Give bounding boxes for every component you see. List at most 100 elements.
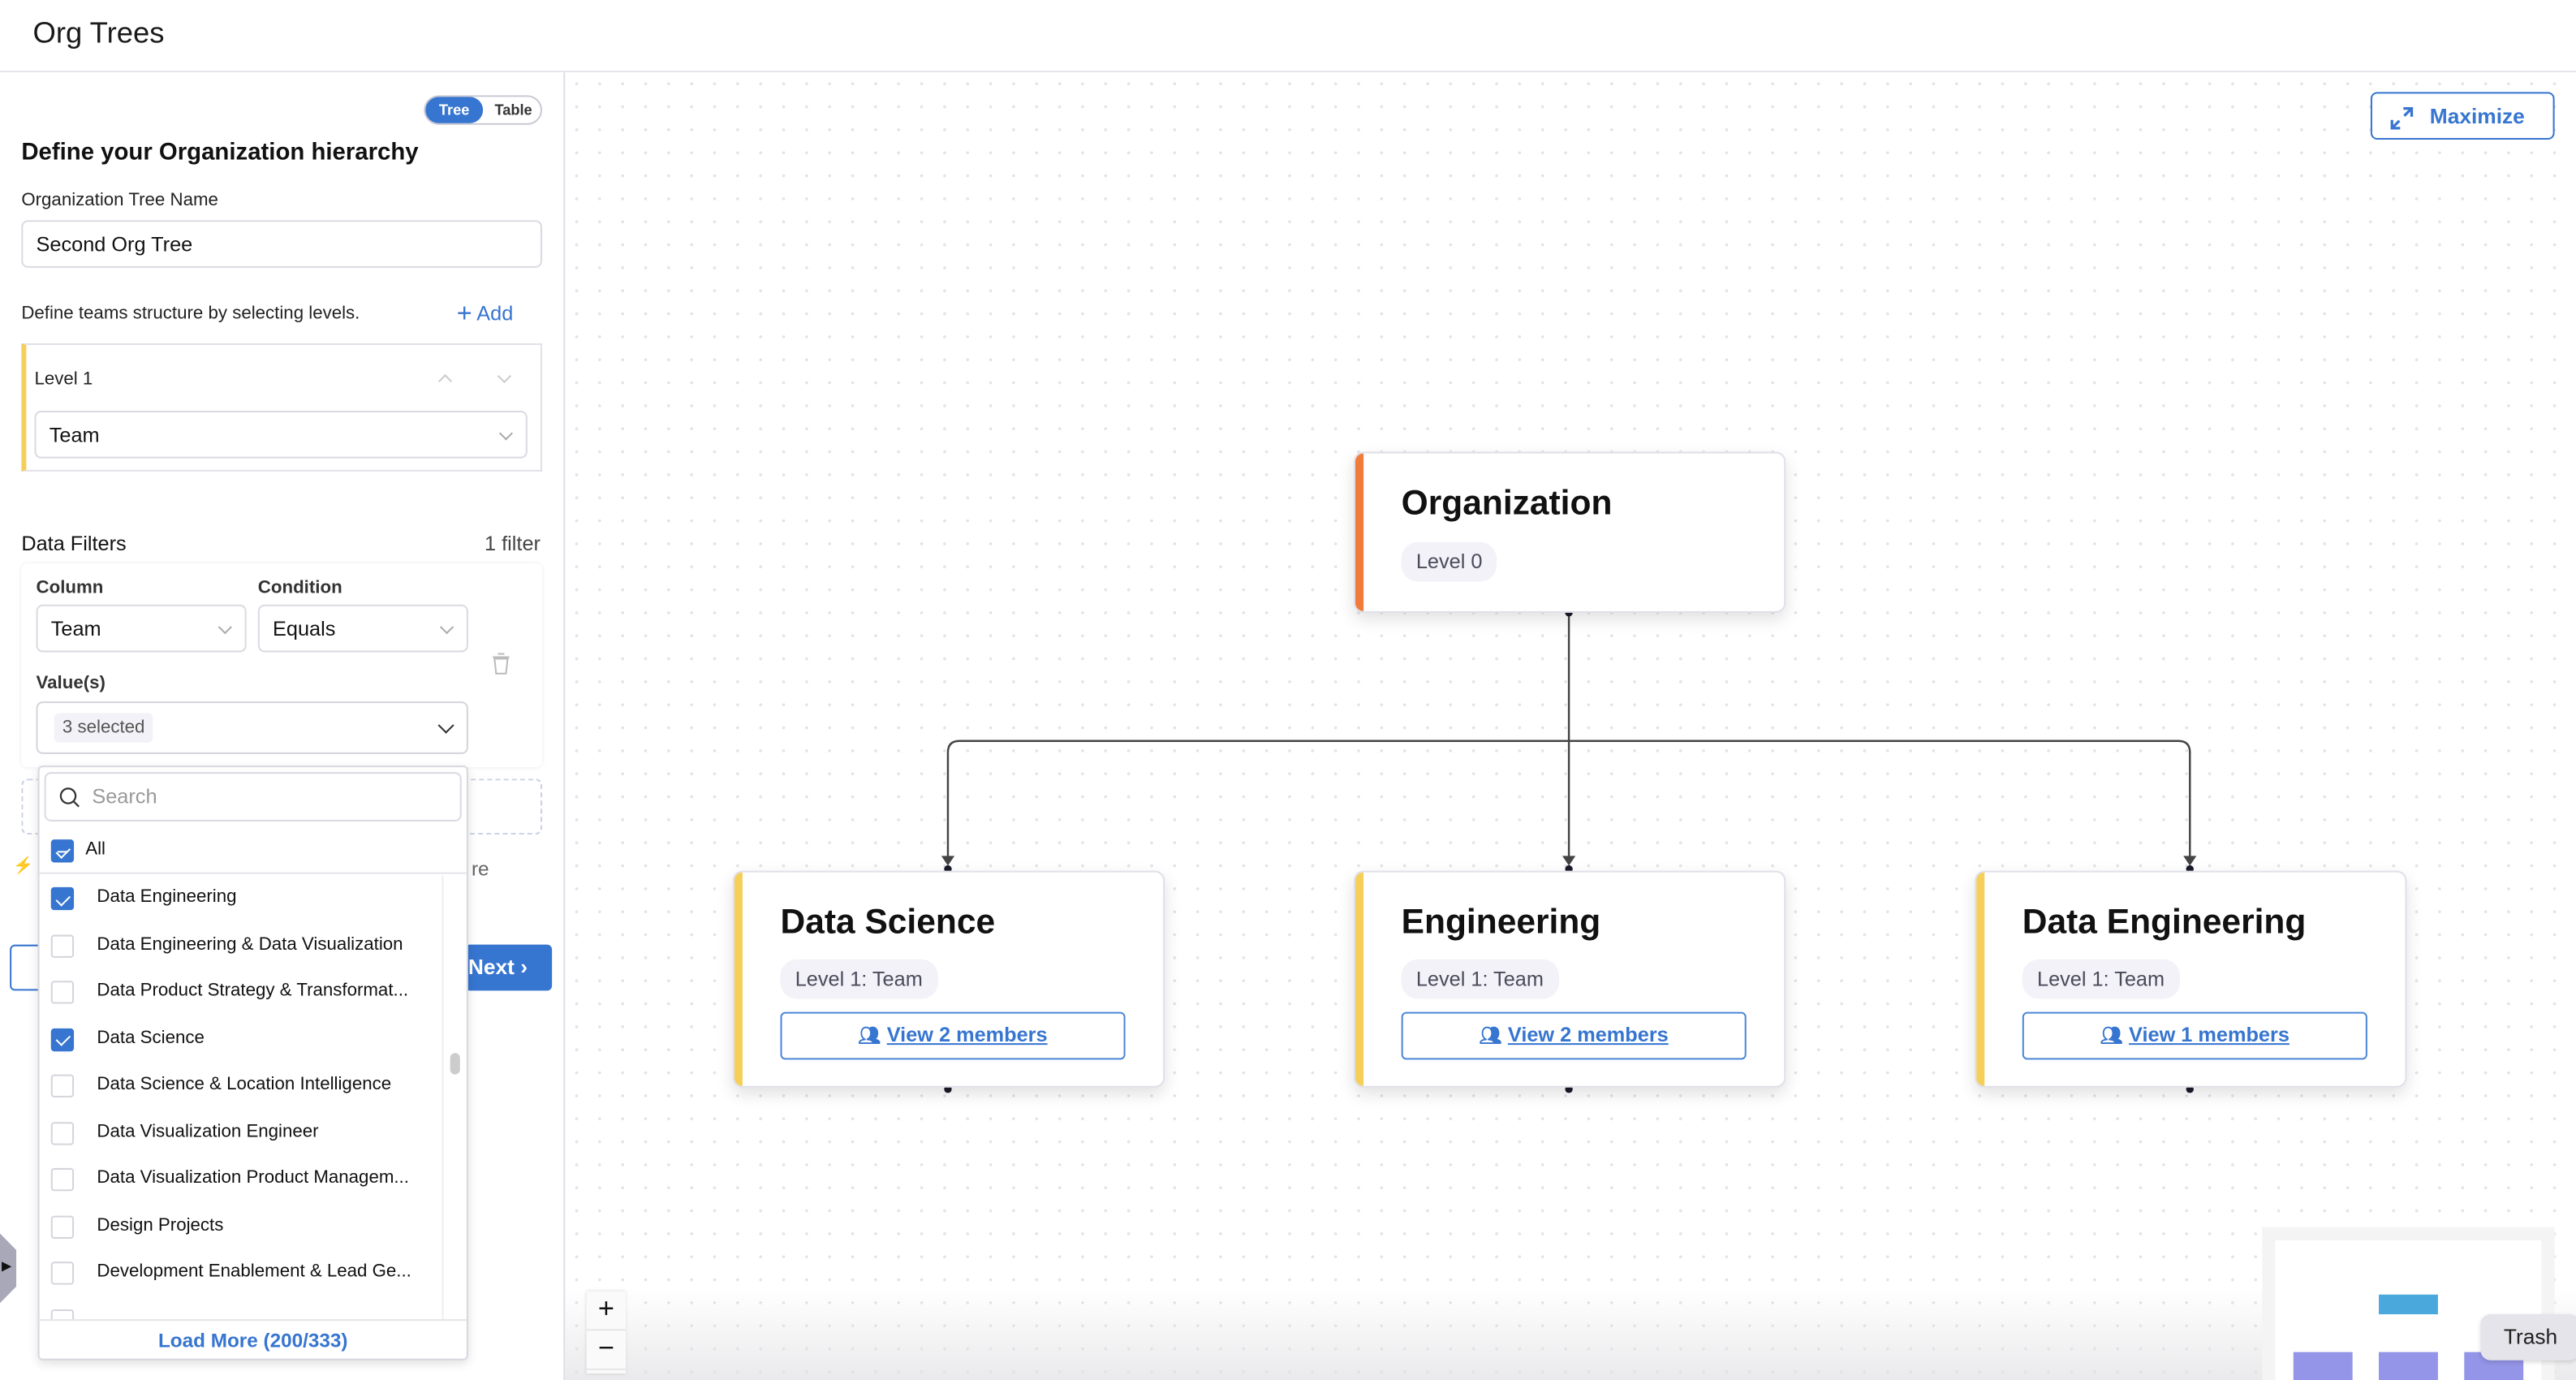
checkbox[interactable] xyxy=(50,1308,75,1320)
checkbox[interactable] xyxy=(50,1261,75,1285)
node-title: Data Science xyxy=(780,903,996,942)
checkbox[interactable] xyxy=(50,1121,75,1145)
option-item[interactable]: Development Enablement & Lead Ge... xyxy=(40,1250,442,1296)
zoom-controls: + − xyxy=(586,1291,627,1374)
users-icon: 👥︎ xyxy=(858,1026,881,1047)
checkbox[interactable] xyxy=(50,1167,75,1192)
level-color-bar xyxy=(1355,453,1364,611)
view-members-label: View 1 members xyxy=(2129,1023,2290,1047)
move-up-icon[interactable] xyxy=(437,373,453,389)
select-all-option[interactable]: All xyxy=(39,828,467,874)
option-item[interactable]: Design Projects xyxy=(40,1203,442,1249)
toggle-table[interactable]: Table xyxy=(494,101,532,119)
checkbox[interactable] xyxy=(50,886,75,911)
level-value: Team xyxy=(49,423,100,446)
option-label: Data Product Strategy & Transformat... xyxy=(97,981,409,1001)
expand-icon xyxy=(2390,106,2414,130)
next-label: Next xyxy=(467,954,515,980)
view-members-label: View 2 members xyxy=(1507,1023,1669,1047)
checkbox[interactable] xyxy=(50,1027,75,1051)
option-item[interactable]: Data Visualization Product Managem... xyxy=(40,1157,442,1203)
option-label: Data Visualization Product Managem... xyxy=(97,1167,409,1188)
option-label: Data Science & Location Intelligence xyxy=(97,1074,392,1094)
minimap-child-node xyxy=(2293,1352,2353,1380)
toggle-tree[interactable]: Tree xyxy=(425,97,484,123)
view-toggle[interactable]: Tree Table xyxy=(424,95,542,125)
level-color-bar xyxy=(1976,872,1985,1086)
minimap-root-node xyxy=(2379,1294,2438,1315)
option-item[interactable]: Data Science xyxy=(40,1016,442,1063)
root-node[interactable]: Organization Level 0 xyxy=(1353,451,1786,613)
filters-count: 1 filter xyxy=(485,532,541,556)
levels-hint: Define teams structure by selecting leve… xyxy=(21,304,360,324)
next-button[interactable]: Next › xyxy=(464,944,553,991)
tree-connectors xyxy=(941,609,2197,1093)
tree-name-input[interactable]: Second Org Tree xyxy=(21,220,542,268)
minimap-child-node xyxy=(2379,1352,2438,1380)
condition-select[interactable]: Equals xyxy=(257,604,468,653)
maximize-label: Maximize xyxy=(2429,103,2525,128)
users-icon: 👥︎ xyxy=(1479,1026,1502,1047)
option-item[interactable]: Data Product Strategy & Transformat... xyxy=(40,969,442,1016)
page-title: Org Trees xyxy=(32,16,165,50)
level-badge: Level 1: Team xyxy=(1401,959,1559,999)
option-item-partial[interactable] xyxy=(40,1297,442,1320)
option-item[interactable]: Data Visualization Engineer xyxy=(40,1110,442,1156)
level-card: Level 1 Team xyxy=(21,343,542,472)
chevron-down-icon xyxy=(437,717,454,734)
maximize-button[interactable]: Maximize xyxy=(2370,92,2555,140)
tree-name-label: Organization Tree Name xyxy=(21,190,218,211)
chevron-down-icon xyxy=(498,425,514,440)
node-title: Data Engineering xyxy=(2022,903,2307,942)
tree-canvas[interactable]: Maximize Organization Level 0 Data Scien… xyxy=(565,72,2576,1380)
level-color-bar xyxy=(734,872,743,1086)
view-members-button[interactable]: 👥︎ View 1 members xyxy=(2022,1011,2367,1060)
values-multiselect[interactable]: 3 selected xyxy=(36,701,468,754)
view-members-button[interactable]: 👥︎ View 2 members xyxy=(1401,1011,1747,1060)
zoom-in-button[interactable]: + xyxy=(586,1292,627,1331)
hint-text: re xyxy=(471,857,489,881)
all-label: All xyxy=(85,839,106,860)
view-members-button[interactable]: 👥︎ View 2 members xyxy=(780,1011,1126,1060)
app-header: Org Trees xyxy=(0,0,2576,73)
play-icon: ▶ xyxy=(2,1258,12,1274)
level-badge: Level 0 xyxy=(1401,541,1497,582)
collapse-handle[interactable] xyxy=(0,1231,17,1305)
option-item[interactable]: Data Science & Location Intelligence xyxy=(40,1063,442,1109)
load-more-button[interactable]: Load More (200/333) xyxy=(39,1319,467,1361)
trash-icon[interactable] xyxy=(491,652,510,675)
add-level-button[interactable]: + Add xyxy=(457,300,514,330)
dropdown-search-input[interactable]: Search xyxy=(44,772,462,822)
option-item[interactable]: Data Engineering xyxy=(40,876,442,922)
selected-chip: 3 selected xyxy=(54,713,153,743)
checkbox[interactable] xyxy=(50,1214,75,1238)
filter-card: Column Condition Team Equals Value(s) 3 … xyxy=(21,563,542,768)
level-badge: Level 1: Team xyxy=(780,959,938,999)
tree-name-value: Second Org Tree xyxy=(36,232,193,256)
option-item[interactable]: Data Engineering & Data Visualization xyxy=(40,922,442,968)
bottom-fade xyxy=(565,1287,2576,1380)
option-label: Data Engineering xyxy=(97,886,237,908)
checkbox[interactable] xyxy=(50,981,75,1004)
level-select[interactable]: Team xyxy=(34,410,528,459)
arrowhead-icon xyxy=(1562,856,1576,866)
scrollbar-track xyxy=(442,875,444,1320)
checkbox[interactable] xyxy=(50,934,75,957)
users-icon: 👥︎ xyxy=(2100,1026,2123,1047)
section-heading: Define your Organization hierarchy xyxy=(21,140,419,166)
add-label: Add xyxy=(476,302,514,326)
column-select[interactable]: Team xyxy=(36,604,247,653)
option-label: Design Projects xyxy=(97,1214,224,1235)
scrollbar-thumb[interactable] xyxy=(450,1053,460,1075)
checkbox[interactable] xyxy=(50,1074,75,1098)
column-label: Column xyxy=(36,578,104,598)
move-down-icon[interactable] xyxy=(497,369,512,384)
zoom-out-button[interactable]: − xyxy=(586,1330,627,1370)
indeterminate-checkbox[interactable] xyxy=(50,839,75,863)
values-label: Value(s) xyxy=(36,673,106,694)
